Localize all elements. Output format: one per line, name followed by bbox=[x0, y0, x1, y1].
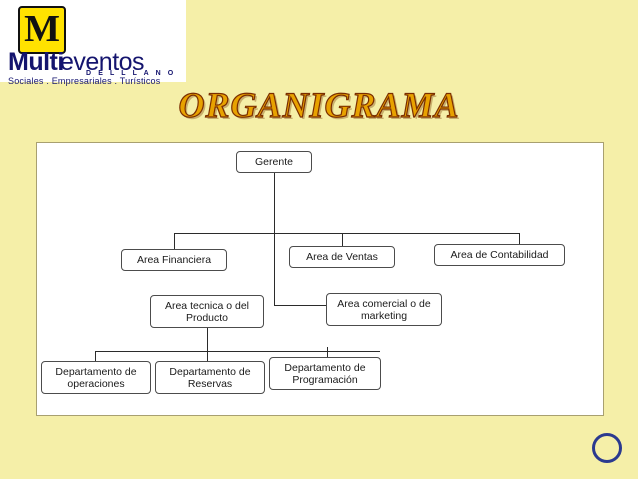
node-departamento-reservas[interactable]: Departamento de Reservas bbox=[155, 361, 265, 394]
logo-subtitle: D E L L L A N O bbox=[86, 70, 176, 77]
node-label: Departamento de Reservas bbox=[169, 365, 251, 390]
connector-drop-operaciones bbox=[95, 351, 96, 361]
node-area-contabilidad[interactable]: Area de Contabilidad bbox=[434, 244, 565, 266]
node-label: Departamento de operaciones bbox=[55, 365, 137, 390]
logo-word-eventos: eventos bbox=[60, 48, 145, 76]
connector-drop-reservas bbox=[207, 351, 208, 361]
node-label: Area Financiera bbox=[136, 254, 212, 266]
connector-drop-financiera bbox=[174, 233, 175, 249]
connector-level3-bus bbox=[95, 351, 380, 352]
logo-mark-letter: M bbox=[24, 8, 60, 50]
connector-gerente-down bbox=[274, 173, 275, 233]
node-area-financiera[interactable]: Area Financiera bbox=[121, 249, 227, 271]
connector-drop-ventas bbox=[342, 233, 343, 246]
node-departamento-programacion[interactable]: Departamento de Programación bbox=[269, 357, 381, 390]
connector-level1-bus bbox=[174, 233, 519, 234]
connector-ventas-down bbox=[274, 233, 275, 305]
node-label: Gerente bbox=[255, 156, 293, 168]
connector-drop-programacion bbox=[327, 347, 328, 357]
node-label: Area comercial o de marketing bbox=[337, 297, 431, 322]
logo-tagline: Sociales . Empresariales . Turísticos bbox=[8, 76, 161, 86]
node-label: Area de Contabilidad bbox=[450, 249, 549, 261]
connector-tecnica-down bbox=[207, 323, 208, 351]
company-logo: M Multi eventos D E L L L A N O Sociales… bbox=[6, 4, 186, 86]
org-chart-panel: Gerente Area Financiera Area de Ventas A… bbox=[36, 142, 604, 416]
node-area-ventas[interactable]: Area de Ventas bbox=[289, 246, 395, 268]
node-label: Area tecnica o del Producto bbox=[164, 299, 250, 324]
node-departamento-operaciones[interactable]: Departamento de operaciones bbox=[41, 361, 151, 394]
page-title: ORGANIGRAMA bbox=[178, 84, 460, 125]
logo-mark-icon: M bbox=[18, 6, 66, 54]
logo-word-multi: Multi bbox=[8, 48, 64, 76]
node-label: Area de Ventas bbox=[306, 251, 378, 263]
node-gerente[interactable]: Gerente bbox=[236, 151, 312, 173]
connector-drop-contabilidad bbox=[519, 233, 520, 244]
node-label: Departamento de Programación bbox=[284, 361, 366, 386]
node-area-tecnica[interactable]: Area tecnica o del Producto bbox=[150, 295, 264, 328]
node-area-comercial[interactable]: Area comercial o de marketing bbox=[326, 293, 442, 326]
decorative-circle-icon bbox=[592, 433, 622, 463]
